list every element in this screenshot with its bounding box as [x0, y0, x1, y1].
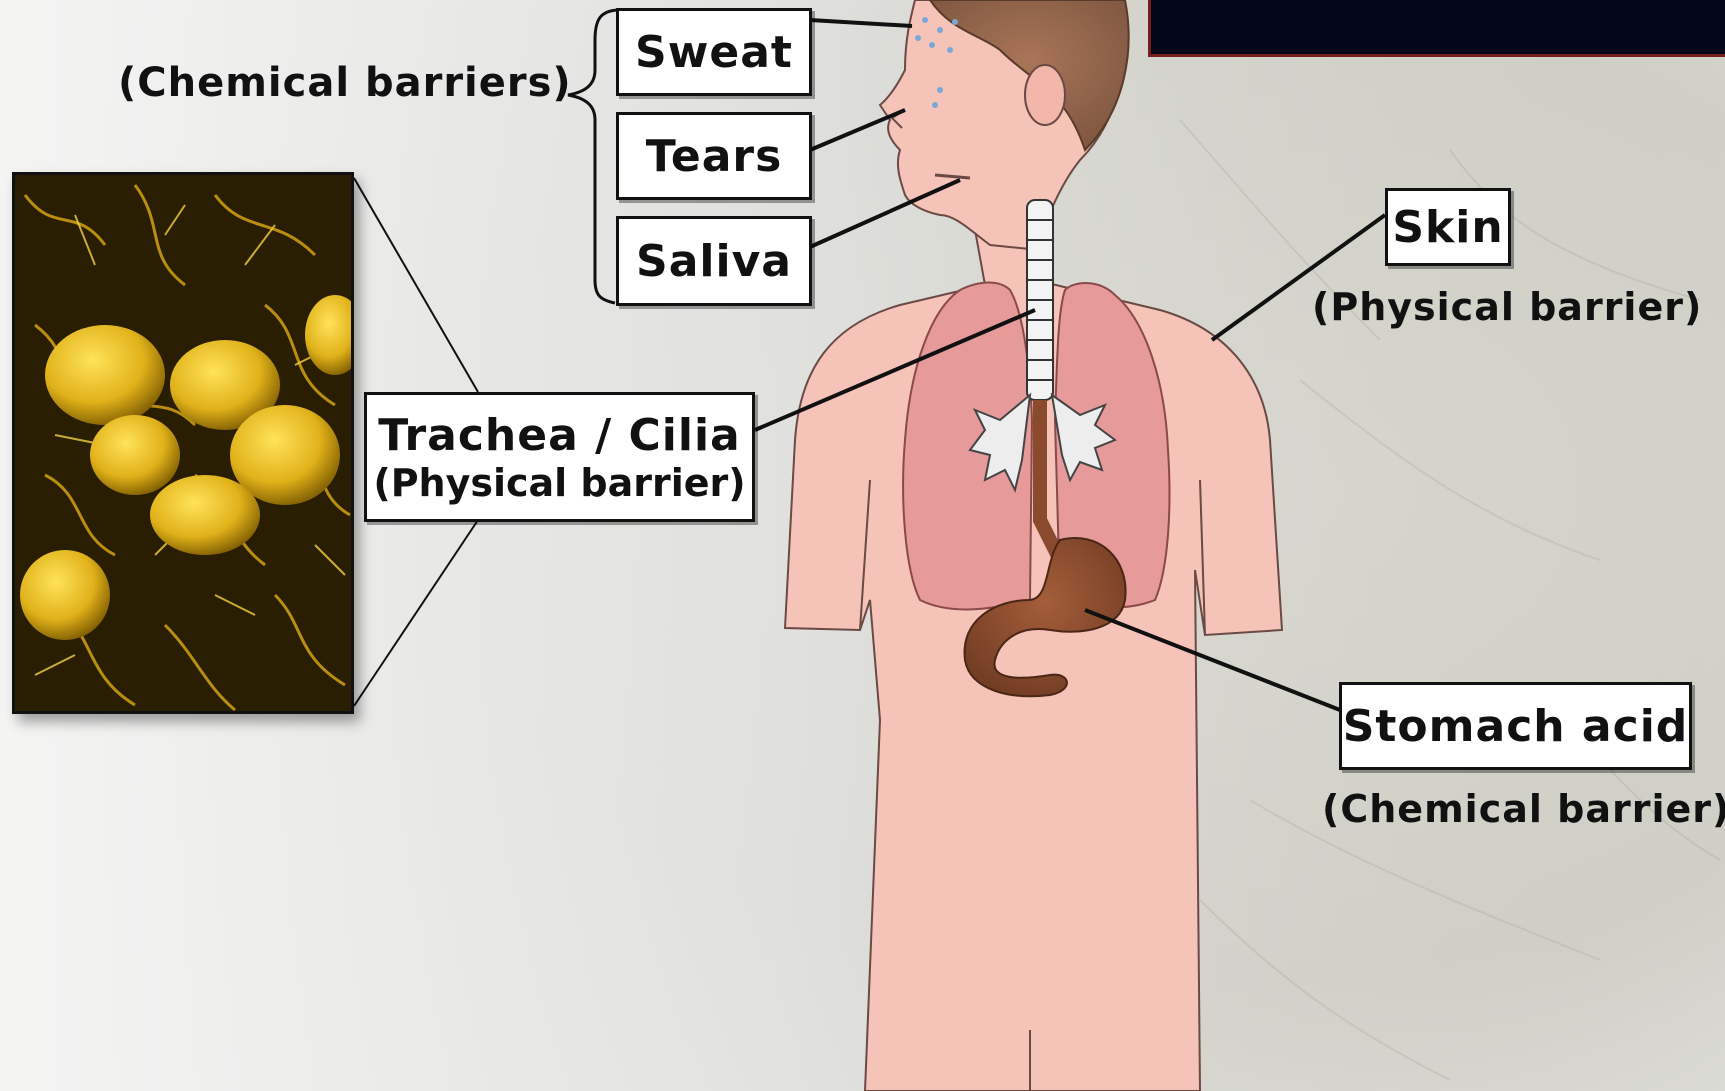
micrograph-image	[15, 175, 354, 714]
skin-barrier-type: (Physical barrier)	[1312, 285, 1702, 329]
chemical-barriers-label: (Chemical barriers)	[118, 60, 572, 106]
tears-label-text: Tears	[646, 131, 783, 182]
stomach-label: Stomach acid	[1339, 682, 1692, 770]
cilia-micrograph	[12, 172, 354, 714]
skin-label-text: Skin	[1392, 202, 1503, 253]
saliva-label-text: Saliva	[636, 236, 792, 287]
sweat-label-text: Sweat	[635, 27, 793, 78]
trachea	[1027, 200, 1053, 400]
skin-label: Skin	[1385, 188, 1511, 266]
stomach-label-text: Stomach acid	[1343, 701, 1689, 752]
tears-label: Tears	[616, 112, 812, 200]
ear	[1025, 65, 1065, 125]
trachea-label-text: Trachea / Cilia	[378, 410, 740, 461]
title-banner	[1148, 0, 1725, 57]
saliva-label: Saliva	[616, 216, 812, 306]
trachea-barrier-type: (Physical barrier)	[373, 461, 745, 505]
stomach-barrier-type: (Chemical barrier)	[1322, 787, 1725, 831]
sweat-label: Sweat	[616, 8, 812, 96]
trachea-label: Trachea / Cilia (Physical barrier)	[364, 392, 755, 522]
